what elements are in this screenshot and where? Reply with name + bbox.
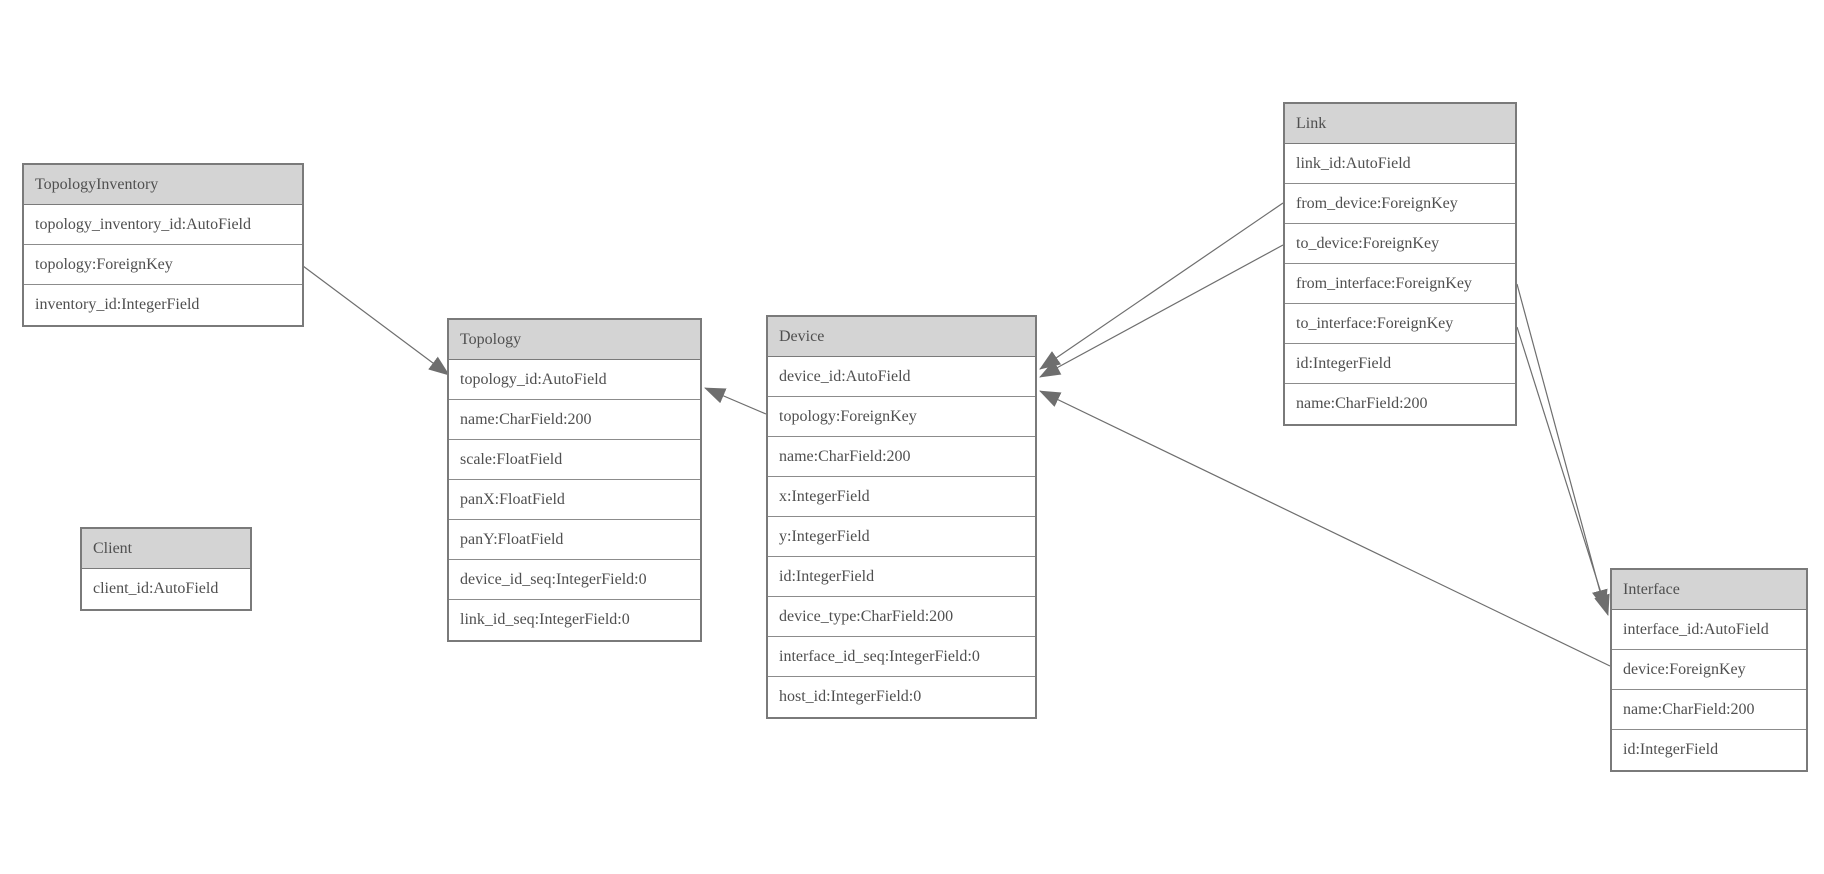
edge-interface-device [1039,390,1611,667]
entity-device-title: Device [768,317,1035,357]
edge-device-topology [704,387,767,415]
entity-device-field-5: id:IntegerField [768,557,1035,597]
entity-interface-field-3: id:IntegerField [1612,730,1806,770]
entity-topology-inventory-field-2: inventory_id:IntegerField [24,285,302,325]
entity-topology-inventory-field-1: topology:ForeignKey [24,245,302,285]
entity-client-field-0: client_id:AutoField [82,569,250,609]
edge-link-fromdevice-device [1039,202,1284,370]
entity-topology-field-4: panY:FloatField [449,520,700,560]
entity-link-field-6: name:CharField:200 [1285,384,1515,424]
entity-interface-field-1: device:ForeignKey [1612,650,1806,690]
entity-link-field-2: to_device:ForeignKey [1285,224,1515,264]
entity-interface-field-0: interface_id:AutoField [1612,610,1806,650]
entity-device-field-8: host_id:IntegerField:0 [768,677,1035,717]
entity-topology-field-5: device_id_seq:IntegerField:0 [449,560,700,600]
entity-client-title: Client [82,529,250,569]
entity-device-field-1: topology:ForeignKey [768,397,1035,437]
entity-interface-field-2: name:CharField:200 [1612,690,1806,730]
entity-device-field-7: interface_id_seq:IntegerField:0 [768,637,1035,677]
entity-topology-title: Topology [449,320,700,360]
entity-device-field-3: x:IntegerField [768,477,1035,517]
edge-topologyinventory-topology [302,265,450,376]
entity-link-title: Link [1285,104,1515,144]
entity-device-field-0: device_id:AutoField [768,357,1035,397]
edge-group [302,202,1611,667]
edge-link-todevice-device [1039,244,1284,378]
edge-link-frominterface-interface [1516,283,1608,611]
entity-interface-title: Interface [1612,570,1806,610]
entity-device-field-6: device_type:CharField:200 [768,597,1035,637]
entity-link-field-0: link_id:AutoField [1285,144,1515,184]
entity-link-field-5: id:IntegerField [1285,344,1515,384]
entity-device-field-2: name:CharField:200 [768,437,1035,477]
edge-link-tointerface-interface [1516,326,1610,616]
entity-topology-inventory-title: TopologyInventory [24,165,302,205]
entity-device-field-4: y:IntegerField [768,517,1035,557]
entity-topology-field-2: scale:FloatField [449,440,700,480]
entity-topology-field-1: name:CharField:200 [449,400,700,440]
entity-link-field-1: from_device:ForeignKey [1285,184,1515,224]
entity-topology-field-0: topology_id:AutoField [449,360,700,400]
entity-topology-field-3: panX:FloatField [449,480,700,520]
entity-link-field-4: to_interface:ForeignKey [1285,304,1515,344]
entity-topology-field-6: link_id_seq:IntegerField:0 [449,600,700,640]
entity-link-field-3: from_interface:ForeignKey [1285,264,1515,304]
entity-topology-inventory-field-0: topology_inventory_id:AutoField [24,205,302,245]
